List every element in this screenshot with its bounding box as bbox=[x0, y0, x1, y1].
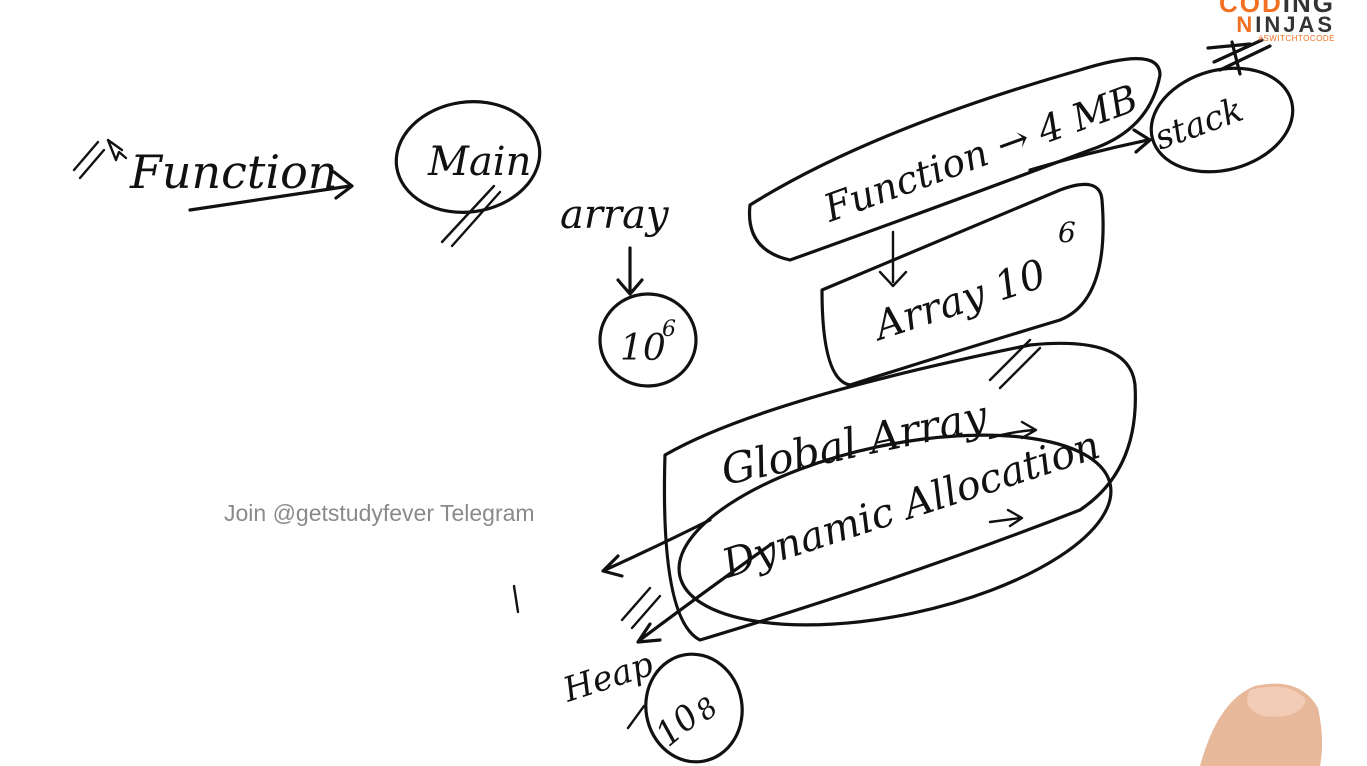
dynamic-to-heap-arrow bbox=[636, 543, 772, 644]
array-size-exponent: 6 bbox=[662, 317, 676, 342]
logo-tagline: #SWITCHTOCODE bbox=[1258, 34, 1335, 43]
logo-line-2-a: N bbox=[1236, 12, 1256, 37]
function-to-main-arrow bbox=[188, 170, 354, 212]
coding-ninjas-logo: CODING NINJAS #SWITCHTOCODE bbox=[1217, 0, 1357, 48]
stack-circle bbox=[1149, 66, 1295, 174]
main-label: Main bbox=[427, 139, 531, 185]
cursor-icon bbox=[106, 138, 128, 162]
function-stack-box bbox=[747, 57, 1162, 262]
array-label: array bbox=[560, 192, 670, 238]
array-down-arrow bbox=[616, 246, 644, 296]
function-to-array-arrow bbox=[878, 230, 908, 288]
array-box-exponent: 6 bbox=[1058, 216, 1076, 249]
stray-mark bbox=[512, 584, 520, 614]
logo-line-1: CODING bbox=[1219, 0, 1335, 19]
presenter-thumb bbox=[1200, 683, 1323, 766]
logo-line-1-c: NG bbox=[1292, 0, 1335, 18]
global-left-arrow bbox=[601, 518, 712, 578]
array-box bbox=[820, 182, 1105, 387]
double-slash-mark bbox=[72, 140, 106, 180]
logo-line-1-b: I bbox=[1282, 0, 1292, 18]
telegram-watermark: Join @getstudyfever Telegram bbox=[224, 500, 535, 526]
dynamic-allocation-ellipse bbox=[677, 433, 1113, 627]
heap-double-stroke bbox=[620, 586, 662, 630]
stack-scribble bbox=[1206, 38, 1272, 76]
array-size-circle bbox=[598, 292, 698, 388]
logo-line-2-b: INJAS bbox=[1255, 12, 1335, 37]
main-double-stroke bbox=[440, 184, 502, 248]
global-array-arrow bbox=[988, 420, 1038, 440]
dynamic-allocation-arrow bbox=[988, 508, 1024, 528]
logo-line-2: NINJAS bbox=[1236, 12, 1335, 38]
heap-label: Heap bbox=[557, 644, 658, 711]
main-circle bbox=[394, 100, 542, 214]
array-size-label: 10 bbox=[620, 328, 666, 369]
heap-size-circle bbox=[644, 652, 744, 764]
logo-line-1-a: COD bbox=[1218, 0, 1283, 18]
function-to-stack-arrow bbox=[1028, 128, 1152, 172]
global-array-box bbox=[662, 341, 1137, 642]
function-label: Function bbox=[129, 145, 337, 199]
heap-tick-mark bbox=[626, 704, 646, 730]
